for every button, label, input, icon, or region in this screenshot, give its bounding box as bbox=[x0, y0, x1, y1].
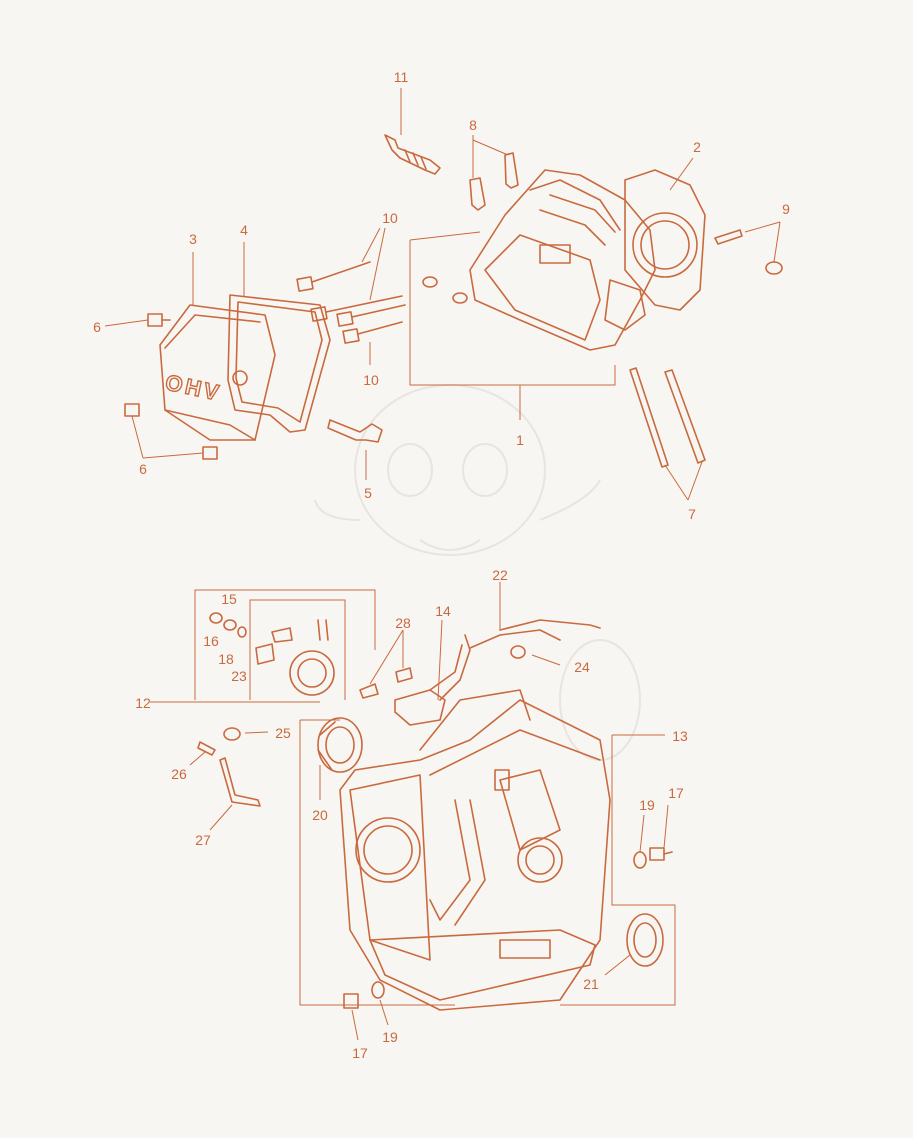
label-14: 14 bbox=[435, 603, 451, 619]
label-24: 24 bbox=[574, 659, 590, 675]
bearing-20 bbox=[317, 717, 363, 800]
label-17a: 17 bbox=[668, 785, 684, 801]
label-17b: 17 bbox=[352, 1045, 368, 1061]
label-26: 26 bbox=[171, 766, 187, 782]
label-10b: 10 bbox=[363, 372, 379, 388]
label-6b: 6 bbox=[139, 461, 147, 477]
label-27: 27 bbox=[195, 832, 211, 848]
drain-plugs bbox=[343, 804, 673, 1041]
bolt-set-9 bbox=[714, 221, 783, 275]
governor-assembly bbox=[150, 589, 376, 703]
label-22: 22 bbox=[492, 567, 508, 583]
label-9: 9 bbox=[782, 201, 790, 217]
valve-cover: OHV bbox=[159, 252, 276, 441]
breather-tube bbox=[327, 419, 383, 480]
cylinder-head bbox=[409, 169, 656, 420]
label-6a: 6 bbox=[93, 319, 101, 335]
label-1: 1 bbox=[516, 432, 524, 448]
crankcase bbox=[299, 689, 676, 1011]
studs-7 bbox=[629, 367, 706, 501]
label-2: 2 bbox=[693, 139, 701, 155]
long-bolts-10 bbox=[296, 227, 406, 365]
label-8: 8 bbox=[469, 117, 477, 133]
head-gasket bbox=[624, 157, 706, 311]
label-20: 20 bbox=[312, 807, 328, 823]
label-11: 11 bbox=[394, 69, 409, 85]
label-15: 15 bbox=[221, 591, 237, 607]
screws-6 bbox=[104, 313, 218, 460]
watermark-mascot bbox=[314, 384, 641, 761]
label-10a: 10 bbox=[382, 210, 398, 226]
dipstick-parts bbox=[189, 727, 269, 831]
label-13: 13 bbox=[672, 728, 688, 744]
valve-guides bbox=[469, 135, 519, 211]
label-4: 4 bbox=[240, 222, 248, 238]
cover-ohv-text: OHV bbox=[163, 370, 224, 406]
oil-seal-21 bbox=[604, 913, 664, 976]
label-25: 25 bbox=[275, 725, 291, 741]
label-28: 28 bbox=[395, 615, 411, 631]
label-7: 7 bbox=[688, 506, 696, 522]
part-labels: 11 8 2 9 10 3 4 6 10 1 6 5 7 22 15 14 28… bbox=[93, 69, 790, 1061]
label-5: 5 bbox=[364, 485, 372, 501]
label-12: 12 bbox=[135, 695, 151, 711]
label-16: 16 bbox=[203, 633, 219, 649]
label-19a: 19 bbox=[639, 797, 655, 813]
oil-sensor-wiring bbox=[359, 582, 601, 726]
label-23: 23 bbox=[231, 668, 247, 684]
cover-gasket bbox=[227, 242, 331, 433]
label-19b: 19 bbox=[382, 1029, 398, 1045]
label-18: 18 bbox=[218, 651, 234, 667]
spark-plug bbox=[384, 88, 441, 175]
label-21: 21 bbox=[583, 976, 599, 992]
label-3: 3 bbox=[189, 231, 197, 247]
